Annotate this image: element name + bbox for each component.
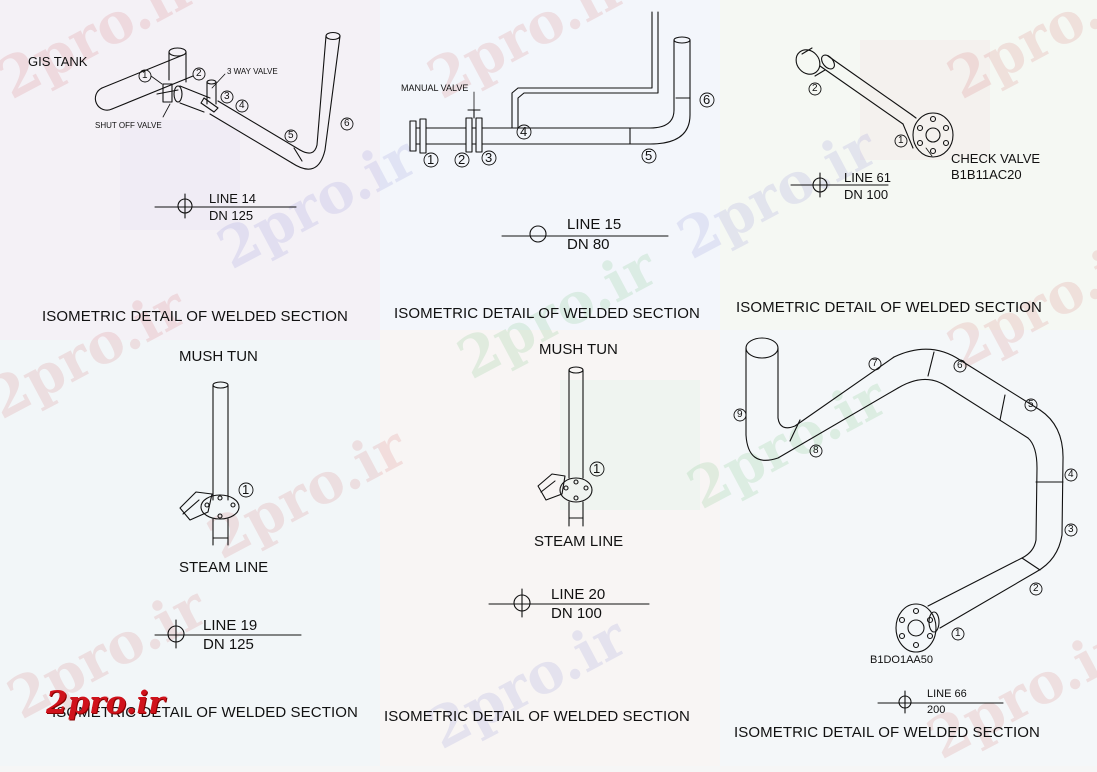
line-dn: DN 100 — [844, 187, 889, 202]
marker-number: 4 — [1068, 469, 1074, 480]
pipe-detail-4 — [179, 381, 240, 546]
marker-number: 5 — [288, 130, 294, 141]
line-dn: DN 125 — [203, 636, 254, 653]
detail-caption: ISOMETRIC DETAIL OF WELDED SECTION — [736, 299, 1042, 316]
marker-number: 2 — [1033, 583, 1039, 594]
detail-caption: ISOMETRIC DETAIL OF WELDED SECTION — [734, 724, 1040, 741]
marker-number: 1 — [898, 135, 904, 146]
marker-number: 9 — [737, 409, 743, 420]
detail-caption: ISOMETRIC DETAIL OF WELDED SECTION — [384, 708, 690, 725]
mush-tun-label: MUSH TUN — [539, 341, 618, 358]
line-dn: DN 80 — [567, 236, 610, 253]
site-logo: 2pro.ir — [46, 685, 165, 721]
marker-number: 1 — [242, 482, 250, 497]
marker-number: 1 — [427, 152, 435, 167]
mush-tun-label: MUSH TUN — [179, 348, 258, 365]
line-symbols — [154, 172, 1004, 714]
marker-number: 3 — [1068, 524, 1074, 535]
steam-line-label: STEAM LINE — [179, 559, 269, 576]
gis-tank-label: GIS TANK — [28, 54, 88, 69]
marker-number: 3 — [224, 91, 230, 102]
line-number: LINE 61 — [844, 170, 891, 185]
line-number: LINE 14 — [209, 191, 256, 206]
detail-caption: ISOMETRIC DETAIL OF WELDED SECTION — [394, 305, 700, 322]
marker-number: 2 — [196, 68, 202, 79]
line-dn: 200 — [927, 704, 946, 716]
marker-number: 8 — [813, 445, 819, 456]
detail-caption: ISOMETRIC DETAIL OF WELDED SECTION — [52, 704, 358, 721]
marker-number: 5 — [1028, 399, 1034, 410]
line-number: LINE 19 — [203, 617, 258, 634]
pipe-detail-3 — [795, 47, 954, 158]
marker-number: 3 — [485, 150, 493, 165]
leader-lines — [150, 73, 933, 157]
pipe-detail-6 — [745, 337, 1064, 653]
marker-number: 7 — [872, 358, 878, 369]
line-dn: DN 100 — [551, 605, 602, 622]
marker-number: 1 — [955, 628, 961, 639]
check-valve-code: B1B11AC20 — [951, 167, 1022, 182]
shut-off-valve-label: SHUT OFF VALVE — [95, 121, 162, 130]
marker-number: 6 — [703, 92, 711, 107]
marker-number: 6 — [957, 360, 963, 371]
marker-number: 1 — [593, 461, 601, 476]
markers — [138, 67, 1078, 641]
marker-number: 5 — [645, 148, 653, 163]
pipe-detail-1 — [94, 31, 341, 170]
check-valve-label: CHECK VALVE — [951, 151, 1041, 166]
three-way-valve-label: 3 WAY VALVE — [227, 67, 278, 76]
flange-code-label: B1DO1AA50 — [870, 654, 933, 666]
pipe-detail-2 — [409, 11, 691, 154]
line-dn: DN 125 — [209, 208, 254, 223]
manual-valve-label: MANUAL VALVE — [401, 83, 469, 93]
steam-line-label: STEAM LINE — [534, 533, 624, 550]
line-number: LINE 66 — [927, 688, 967, 700]
marker-number: 4 — [239, 100, 245, 111]
marker-number: 2 — [812, 83, 818, 94]
pipe-detail-5 — [537, 366, 593, 527]
line-number: LINE 20 — [551, 586, 606, 603]
marker-number: 4 — [520, 124, 528, 139]
marker-number: 2 — [458, 152, 466, 167]
line-number: LINE 15 — [567, 216, 622, 233]
detail-caption: ISOMETRIC DETAIL OF WELDED SECTION — [42, 308, 348, 325]
marker-number: 1 — [142, 70, 148, 81]
marker-number: 6 — [344, 118, 350, 129]
